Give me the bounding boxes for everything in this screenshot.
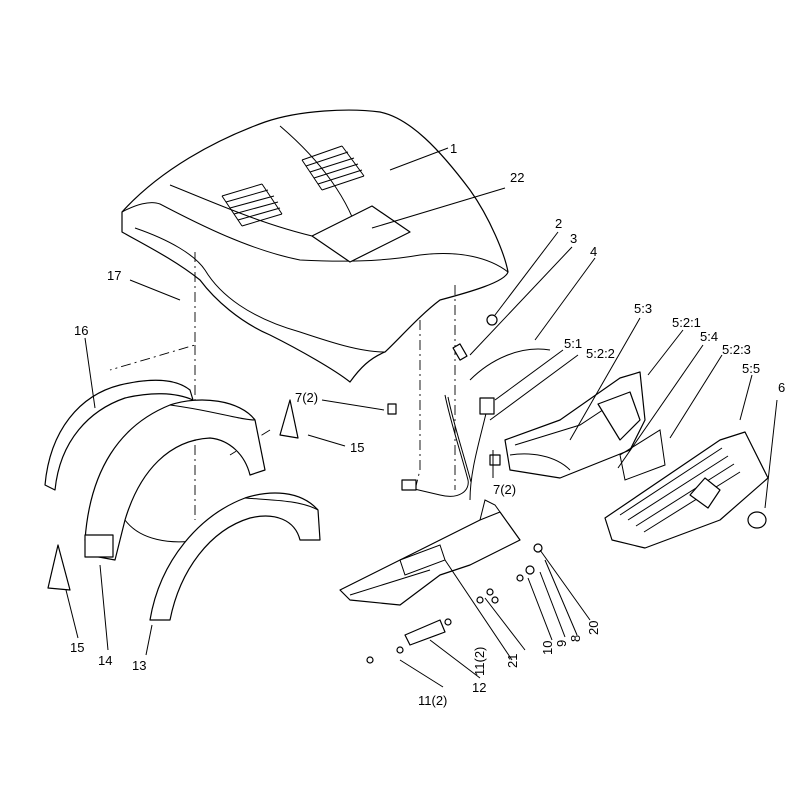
grille <box>604 431 769 549</box>
grille-knob <box>747 511 767 529</box>
callout-21: 21 <box>505 654 520 668</box>
callout-5-4: 5:4 <box>700 329 718 344</box>
callout-5-2-2: 5:2:2 <box>586 346 615 361</box>
callout-15-upper: 15 <box>350 440 364 455</box>
callout-5-1: 5:1 <box>564 336 582 351</box>
clip-7-upper <box>387 403 397 415</box>
callout-5-3: 5:3 <box>634 301 652 316</box>
headlight-housing <box>504 371 646 479</box>
wedge-block-lower <box>47 544 71 591</box>
hood <box>121 109 509 383</box>
callout-7-lower: 7(2) <box>493 482 516 497</box>
callout-5-5: 5:5 <box>742 361 760 376</box>
callout-11-right: 11(2) <box>472 647 487 676</box>
callout-16: 16 <box>74 323 88 338</box>
hardware-set <box>366 543 543 664</box>
callout-4: 4 <box>590 244 597 259</box>
hood-bumper <box>486 314 498 326</box>
callout-9: 9 <box>554 640 569 647</box>
hood-vent-front <box>301 145 365 191</box>
callout-12: 12 <box>472 680 486 695</box>
callout-15-lower: 15 <box>70 640 84 655</box>
callout-11-bottom: 11(2) <box>418 693 447 708</box>
callout-14: 14 <box>98 653 112 668</box>
callout-10: 10 <box>540 641 555 655</box>
headlight-switch <box>479 397 495 415</box>
callout-6: 6 <box>778 380 785 395</box>
hood-pin <box>452 343 468 361</box>
leader-lines <box>65 147 778 688</box>
callout-17: 17 <box>107 268 121 283</box>
connector-clip <box>489 454 501 466</box>
headlight-lens <box>619 429 666 481</box>
callout-5-2-1: 5:2:1 <box>672 315 701 330</box>
hood-support-bracket <box>339 499 521 606</box>
callout-20: 20 <box>586 621 601 635</box>
callout-7-upper: 7(2) <box>295 390 318 405</box>
callout-3: 3 <box>570 231 577 246</box>
callout-13: 13 <box>132 658 146 673</box>
wedge-block-upper <box>279 399 299 439</box>
callout-22: 22 <box>510 170 524 185</box>
hood-decal <box>311 205 411 263</box>
wiring-harness <box>401 348 551 501</box>
callout-5-2-3: 5:2:3 <box>722 342 751 357</box>
hood-vent-rear <box>221 183 283 227</box>
callout-labels: 1 22 2 3 4 17 16 5:1 5:3 5:2:1 5:2:2 5:4… <box>70 141 785 708</box>
rear-fender <box>84 399 266 561</box>
callout-1: 1 <box>450 141 457 156</box>
callout-8: 8 <box>568 635 583 642</box>
callout-2: 2 <box>555 216 562 231</box>
front-fender <box>149 492 321 621</box>
